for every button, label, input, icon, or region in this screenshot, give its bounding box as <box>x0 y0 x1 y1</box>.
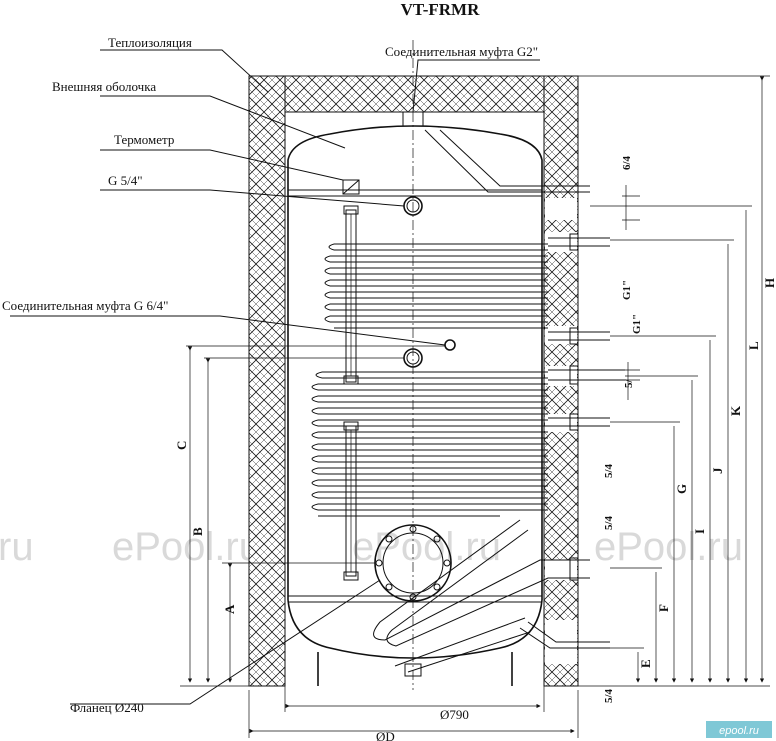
watermark: ePool.ru <box>112 525 261 569</box>
dim-d790: Ø790 <box>440 707 469 722</box>
dim-J: J <box>710 467 725 474</box>
logo-text: epool.ru <box>719 725 759 737</box>
label-coupling-g2: Соединительная муфта G2" <box>385 44 538 59</box>
watermark: ru <box>0 525 34 569</box>
dim-K: K <box>728 405 743 416</box>
conn-label: 5/ <box>623 379 635 389</box>
pipe-connections <box>519 233 625 649</box>
dim-A: A <box>222 604 237 614</box>
upper-coil <box>324 129 590 329</box>
dim-H: H <box>762 278 776 288</box>
thermometer-icon <box>342 179 360 195</box>
dim-I: I <box>692 529 707 534</box>
connection-sizes: 6/4 G1" G1" 5/ 5/4 5/4 5/4 <box>603 155 643 703</box>
label-thermometer: Термометр <box>114 132 174 147</box>
dim-G: G <box>674 484 689 494</box>
dim-L: L <box>746 341 761 350</box>
dimension-lines-right <box>635 76 765 683</box>
dim-dD: ØD <box>376 729 395 741</box>
conn-label: G1" <box>631 314 643 334</box>
lower-coil <box>311 371 590 673</box>
coupling-g64-icon <box>444 339 456 351</box>
logo-badge <box>706 721 772 738</box>
dim-E: E <box>638 659 653 668</box>
insulation-jacket <box>248 75 579 687</box>
dimension-lines-left <box>180 345 445 687</box>
diagram-title: VT-FRMR <box>401 0 480 19</box>
extension-lines-right <box>578 75 770 687</box>
conn-label: 5/4 <box>603 688 615 703</box>
conn-label: 5/4 <box>603 515 615 530</box>
label-insulation: Теплоизоляция <box>108 35 192 50</box>
conn-label: G1" <box>621 280 633 300</box>
label-outer-shell: Внешняя оболочка <box>52 79 156 94</box>
dim-B: B <box>190 527 205 536</box>
dim-C: C <box>174 441 189 450</box>
sensor-sleeves <box>343 205 359 581</box>
callout-leaders <box>10 49 540 705</box>
conn-label: 6/4 <box>621 155 633 170</box>
watermark: ePool.ru <box>594 525 743 569</box>
dim-F: F <box>656 604 671 612</box>
watermark: ePool.ru <box>352 525 501 569</box>
conn-label: 5/4 <box>603 463 615 478</box>
dimension-lines-bottom <box>248 660 579 738</box>
label-g54: G 5/4" <box>108 173 143 188</box>
label-coupling-g64: Соединительная муфта G 6/4" <box>2 298 168 313</box>
label-flange: Фланец Ø240 <box>70 700 144 715</box>
